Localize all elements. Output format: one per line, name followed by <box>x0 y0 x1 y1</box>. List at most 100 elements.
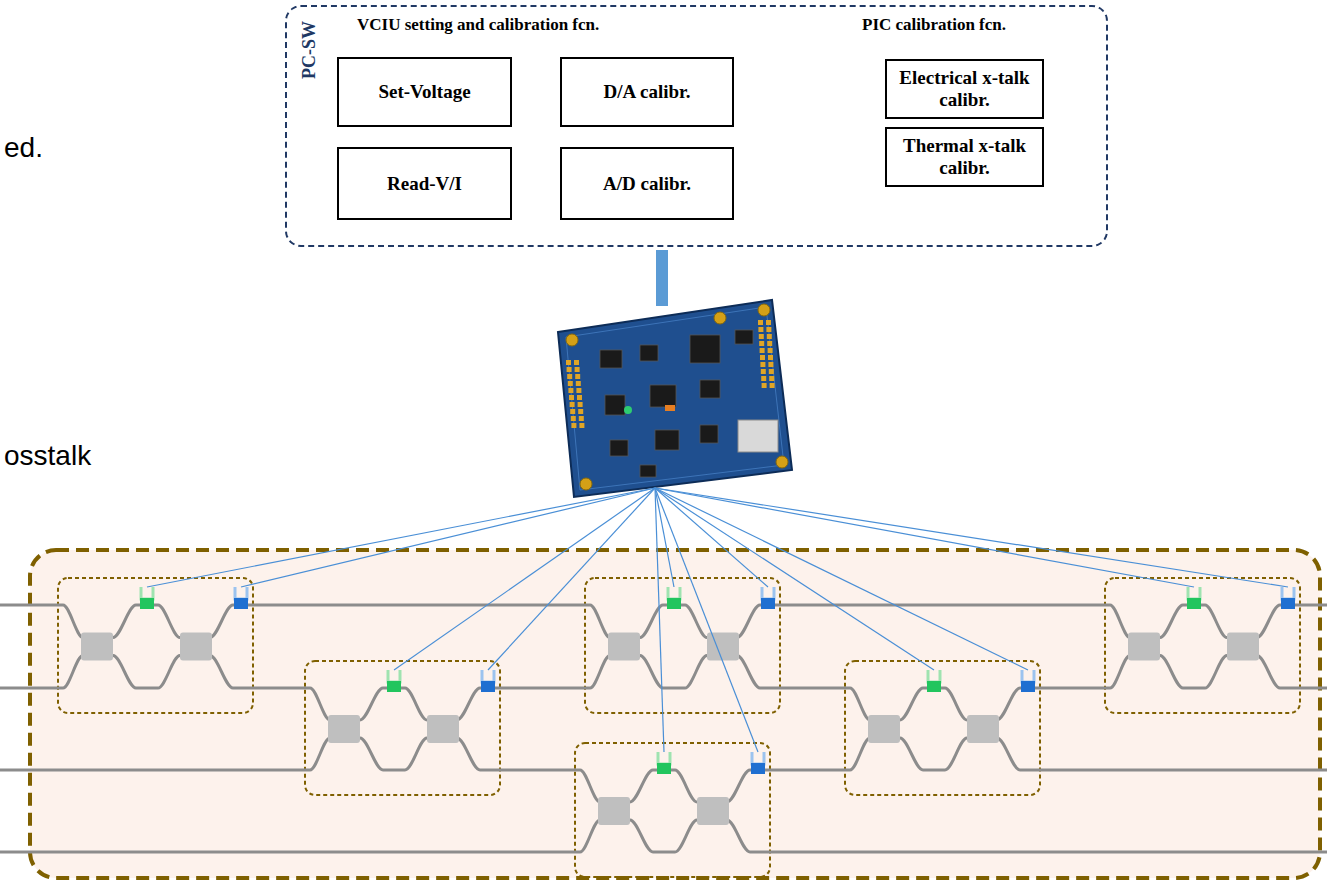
mounting-hole <box>776 456 788 468</box>
heater-pad <box>1282 587 1294 599</box>
heater-pad <box>928 670 940 682</box>
coupler <box>427 715 459 743</box>
heater <box>1281 587 1295 609</box>
control-wire <box>655 488 1194 587</box>
heater <box>751 752 765 774</box>
coupler <box>598 797 630 825</box>
box-label: Set-Voltage <box>378 81 470 103</box>
heater-element <box>234 598 248 609</box>
control-wire <box>655 488 1028 670</box>
coupler <box>1227 633 1259 661</box>
coupler <box>697 797 729 825</box>
coupler <box>967 715 999 743</box>
header-pin <box>768 355 773 360</box>
box-label: A/D calibr. <box>603 173 691 195</box>
ic-chip <box>640 345 658 361</box>
header-pin <box>578 409 583 414</box>
header-pin <box>766 327 771 332</box>
header-pin <box>567 374 572 379</box>
header-pin <box>759 334 764 339</box>
heater-pad <box>658 752 670 764</box>
ic-chip <box>600 350 622 368</box>
ic-chip <box>640 465 656 477</box>
header-pin <box>768 362 773 367</box>
heater <box>481 670 495 692</box>
heater <box>1021 670 1035 692</box>
header-pin <box>571 423 576 428</box>
header-pin <box>567 367 572 372</box>
mzi-cell <box>305 661 500 795</box>
function-box: Set-Voltage <box>337 57 512 127</box>
heater-pad <box>752 752 764 764</box>
mzi-cell <box>845 661 1040 795</box>
control-wire <box>241 488 655 587</box>
heater <box>657 752 671 774</box>
coupler <box>180 633 212 661</box>
control-wire <box>655 488 1288 587</box>
heater <box>140 587 154 609</box>
ic-chip <box>605 395 625 415</box>
pic-outline <box>30 550 1320 878</box>
link-bar <box>656 250 668 306</box>
mzi-cell <box>58 578 253 713</box>
heater-pad <box>235 587 247 599</box>
heater-pad <box>668 587 680 599</box>
heater <box>927 670 941 692</box>
header-pin <box>760 362 765 367</box>
heater-element <box>751 763 765 774</box>
heater-element <box>481 681 495 692</box>
heater-pad <box>1022 670 1034 682</box>
heater-element <box>1021 681 1035 692</box>
control-wire <box>488 488 655 670</box>
heater-element <box>761 598 775 609</box>
heater <box>667 587 681 609</box>
function-box: Read-V/I <box>337 147 512 220</box>
heater-pad <box>482 670 494 682</box>
header-pin <box>761 376 766 381</box>
box-label: Read-V/I <box>387 173 462 195</box>
header-pin <box>566 360 571 365</box>
heater <box>234 587 248 609</box>
mounting-hole <box>714 312 726 324</box>
coupler <box>328 715 360 743</box>
ic-chip <box>700 380 720 398</box>
function-box: D/A calibr. <box>560 57 734 127</box>
control-wire <box>655 488 934 670</box>
header-pin <box>576 388 581 393</box>
heater-element <box>1281 598 1295 609</box>
header-pin <box>574 360 579 365</box>
group-heading: PIC calibration fcn. <box>862 15 1006 35</box>
ic-chip <box>735 330 753 344</box>
coupler <box>1128 633 1160 661</box>
header-pin <box>770 383 775 388</box>
usb-connector <box>738 420 778 452</box>
heater-element <box>927 681 941 692</box>
slide-text: osstalk <box>4 440 91 472</box>
header-pin <box>759 341 764 346</box>
control-wires <box>147 488 1288 752</box>
mounting-hole <box>580 478 592 490</box>
waveguide <box>0 820 1327 852</box>
heater-element <box>667 598 681 609</box>
mounting-hole <box>566 334 578 346</box>
heater-element <box>387 681 401 692</box>
header-pin <box>767 334 772 339</box>
heater-pad <box>762 587 774 599</box>
header-pin <box>577 395 582 400</box>
header-pin <box>769 369 774 374</box>
mzi-cell <box>575 743 770 877</box>
panel-title: PC-SW <box>299 21 320 79</box>
ic-chip <box>610 440 628 456</box>
heater <box>1187 587 1201 609</box>
header-pin <box>576 381 581 386</box>
box-label: Electrical x-talk calibr. <box>893 67 1036 111</box>
header-pin <box>569 395 574 400</box>
header-pin <box>758 327 763 332</box>
waveguide <box>0 656 1327 721</box>
mzi-cell <box>1105 578 1300 713</box>
box-label: Thermal x-talk calibr. <box>893 135 1036 179</box>
heater-element <box>657 763 671 774</box>
header-pin <box>571 416 576 421</box>
